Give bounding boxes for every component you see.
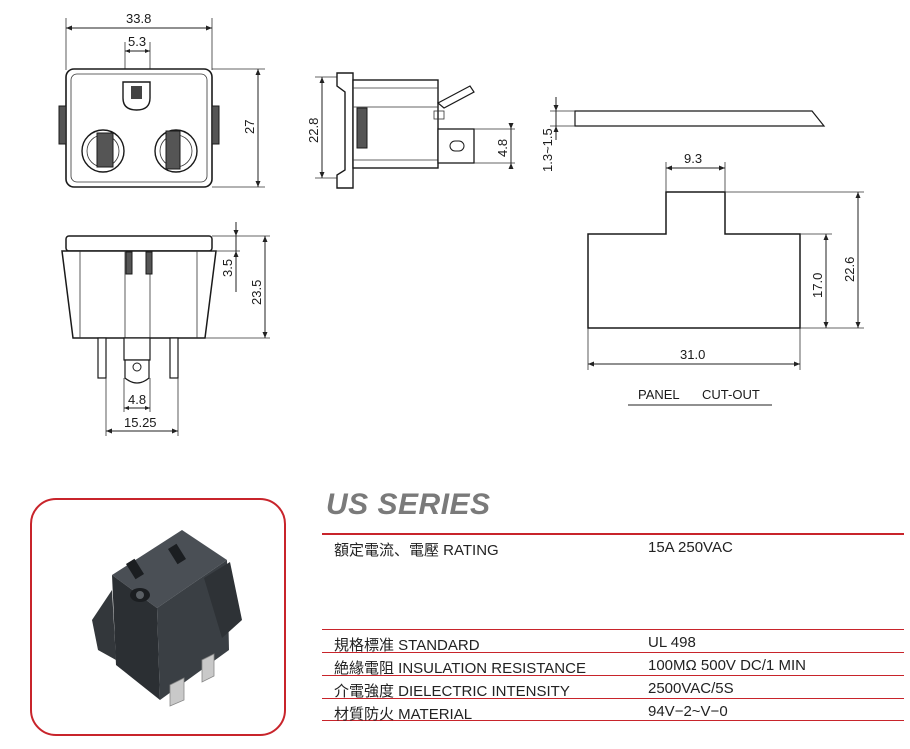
spec-value: 2500VAC/5S	[648, 680, 734, 697]
spec-row: 規格標准 STANDARD UL 498	[322, 629, 904, 654]
spec-value: 15A 250VAC	[648, 539, 733, 556]
dim-front-slot: 5.3	[128, 34, 146, 49]
spec-value: UL 498	[648, 634, 696, 651]
dim-side-height: 22.8	[306, 118, 321, 143]
spec-value: 94V−2~V−0	[648, 703, 728, 720]
dim-bottom-top: 3.5	[220, 259, 235, 277]
dim-bottom-width: 15.25	[124, 415, 157, 430]
spec-label: 材質防火 MATERIAL	[334, 706, 473, 723]
dim-front-height: 27	[242, 120, 257, 134]
dim-side-tab: 4.8	[495, 139, 510, 157]
dim-bottom-height: 23.5	[249, 280, 264, 305]
technical-drawings: 33.8 5.3 27	[58, 11, 864, 436]
spec-table: 額定電流、電壓 RATING 15A 250VAC 規格標准 STANDARD …	[322, 533, 904, 723]
spec-value: 100MΩ 500V DC/1 MIN	[648, 657, 806, 674]
dim-panel-thickness: 1.3~1.5	[540, 128, 555, 172]
series-title: US SERIES	[326, 488, 491, 521]
spec-label: 絶緣電阻 INSULATION RESISTANCE	[334, 660, 586, 677]
dim-cutout-height-small: 17.0	[810, 273, 825, 298]
spec-row: 額定電流、電壓 RATING 15A 250VAC	[322, 533, 904, 629]
product-illustration	[92, 530, 242, 707]
dim-cutout-top: 9.3	[684, 151, 702, 166]
side-view: 22.8 4.8	[306, 72, 515, 189]
spec-row: 絶緣電阻 INSULATION RESISTANCE 100MΩ 500V DC…	[322, 652, 904, 677]
spec-row: 材質防火 MATERIAL 94V−2~V−0	[322, 698, 904, 723]
dim-bottom-tab: 4.8	[128, 392, 146, 407]
front-view: 33.8 5.3 27	[58, 11, 265, 188]
dim-cutout-width: 31.0	[680, 347, 705, 362]
panel-section: 1.3~1.5	[540, 97, 826, 172]
spec-label: 額定電流、電壓 RATING	[334, 542, 499, 559]
dim-front-width: 33.8	[126, 11, 151, 26]
spec-row: 介電強度 DIELECTRIC INTENSITY 2500VAC/5S	[322, 675, 904, 700]
cutout-drawing: 9.3 31.0 17.0 22.6 PANEL CUT-OUT	[587, 151, 864, 406]
bottom-view: 3.5 23.5 4.8 15.25	[61, 222, 270, 436]
product-photo-frame	[30, 498, 286, 736]
dim-cutout-height-total: 22.6	[842, 257, 857, 282]
cutout-caption-cutout: CUT-OUT	[702, 387, 760, 402]
spec-label: 規格標准 STANDARD	[334, 637, 480, 654]
spec-label: 介電強度 DIELECTRIC INTENSITY	[334, 683, 570, 700]
cutout-caption-panel: PANEL	[638, 387, 680, 402]
